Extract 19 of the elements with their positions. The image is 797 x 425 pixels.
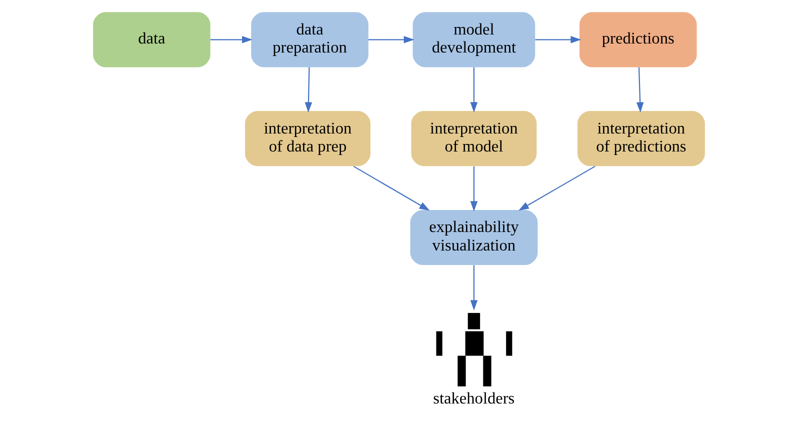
arrow [470, 265, 478, 311]
arrow [636, 67, 644, 113]
node-label: stakeholders [432, 388, 514, 408]
arrow [470, 67, 478, 113]
node-box: data preparation [250, 12, 368, 68]
node-box: interpretation of predictions [576, 111, 704, 166]
arrow [210, 36, 252, 44]
node-box: explainability visualization [410, 210, 538, 266]
node-box: data [92, 12, 210, 68]
arrow [470, 166, 478, 212]
node-box: model development [412, 12, 535, 68]
arrow [518, 166, 595, 211]
node-box: interpretation of data prep [244, 111, 370, 166]
arrow [368, 36, 414, 44]
arrow [534, 36, 581, 44]
arrow [304, 67, 312, 113]
arrow [352, 166, 430, 211]
node-box: interpretation of model [410, 111, 536, 166]
node-box: predictions [579, 12, 696, 68]
